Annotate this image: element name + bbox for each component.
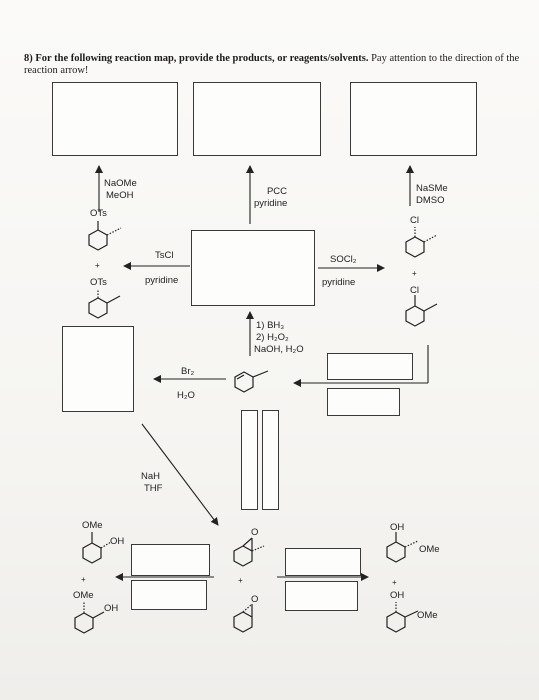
answer-box-top-middle[interactable] — [193, 82, 321, 156]
ring-oh-ome-top — [386, 541, 406, 563]
label-ots-bottom: OTs — [90, 277, 107, 288]
ring-epoxide-bottom — [233, 611, 253, 633]
label-meoh: MeOH — [106, 190, 134, 201]
ring-oh-ome-bottom — [386, 611, 406, 633]
label-br2: Br₂ — [181, 366, 195, 377]
label-ome-right-bottom: OMe — [417, 610, 438, 621]
label-plus-epoxide: + — [238, 576, 243, 585]
question-lead: For the following reaction map, provide … — [35, 53, 369, 64]
label-nasme: NaSMe — [416, 183, 448, 194]
label-oh-right-bottom: OH — [390, 590, 405, 601]
label-plus-cl: + — [412, 269, 417, 278]
label-oh-bottom: OH — [104, 603, 119, 614]
reagent-box-right-lower[interactable] — [327, 388, 400, 416]
label-ots-top: OTs — [90, 208, 107, 219]
cyclohexane-rings — [74, 221, 438, 634]
label-pyridine-socl2: pyridine — [322, 277, 356, 288]
arrow-nah — [141, 423, 219, 526]
ring-ots-top — [88, 229, 108, 251]
reagent-box-bottom-left-lower[interactable] — [131, 580, 207, 610]
reagent-box-bottom-right-lower[interactable] — [285, 581, 358, 611]
label-oh-right-top: OH — [390, 522, 405, 533]
label-epoxide-o-bottom: O — [251, 594, 259, 605]
label-hydroboration-2: 2) H₂O₂ — [256, 332, 289, 343]
label-nah: NaH — [141, 471, 161, 482]
ring-cl-bottom — [405, 305, 425, 327]
reagent-box-bottom-right-upper[interactable] — [285, 548, 361, 576]
label-hydroboration-1: 1) BH₃ — [256, 320, 285, 331]
label-cl-top: Cl — [410, 215, 419, 226]
label-plus-ome: + — [81, 575, 86, 584]
reagent-box-bottom-left-upper[interactable] — [131, 544, 210, 576]
answer-box-center[interactable] — [191, 230, 315, 306]
answer-box-left-tall[interactable] — [62, 326, 134, 412]
label-pyridine-tscl: pyridine — [145, 275, 179, 286]
label-plus-right: + — [392, 578, 397, 587]
label-ome-bottom: OMe — [73, 590, 94, 601]
reagent-box-vertical-right[interactable] — [262, 410, 279, 510]
ring-ots-bottom — [88, 297, 108, 319]
ring-ome-bottom — [74, 612, 94, 634]
answer-box-top-left[interactable] — [52, 82, 178, 156]
question-text: 8) For the following reaction map, provi… — [24, 53, 524, 77]
question-tail: Pay attention to the direction of the re… — [24, 53, 520, 76]
label-naome: NaOMe — [104, 178, 137, 189]
reagent-box-right-upper[interactable] — [327, 353, 413, 380]
label-thf: THF — [144, 483, 163, 494]
reagent-box-vertical-left[interactable] — [241, 410, 258, 510]
label-pyridine-pcc: pyridine — [254, 198, 288, 209]
label-plus-ots: + — [95, 261, 100, 270]
label-ome-right-top: OMe — [419, 544, 440, 555]
ring-ome-top — [82, 542, 102, 564]
label-dmso: DMSO — [416, 195, 445, 206]
ring-epoxide-top — [233, 545, 253, 567]
label-epoxide-o-top: O — [251, 527, 259, 538]
question-number: 8) — [24, 53, 33, 64]
label-socl2: SOCl₂ — [330, 254, 357, 265]
label-oh-top: OH — [110, 536, 125, 547]
label-cl-bottom: Cl — [410, 285, 419, 296]
label-tscl: TsCl — [155, 250, 174, 261]
label-pcc: PCC — [266, 186, 288, 197]
label-ome-top: OMe — [82, 520, 103, 531]
label-hydroboration-3: NaOH, H₂O — [254, 344, 304, 355]
ring-cl-top — [405, 236, 425, 258]
answer-box-top-right[interactable] — [350, 82, 477, 156]
label-h2o: H₂O — [177, 390, 195, 401]
